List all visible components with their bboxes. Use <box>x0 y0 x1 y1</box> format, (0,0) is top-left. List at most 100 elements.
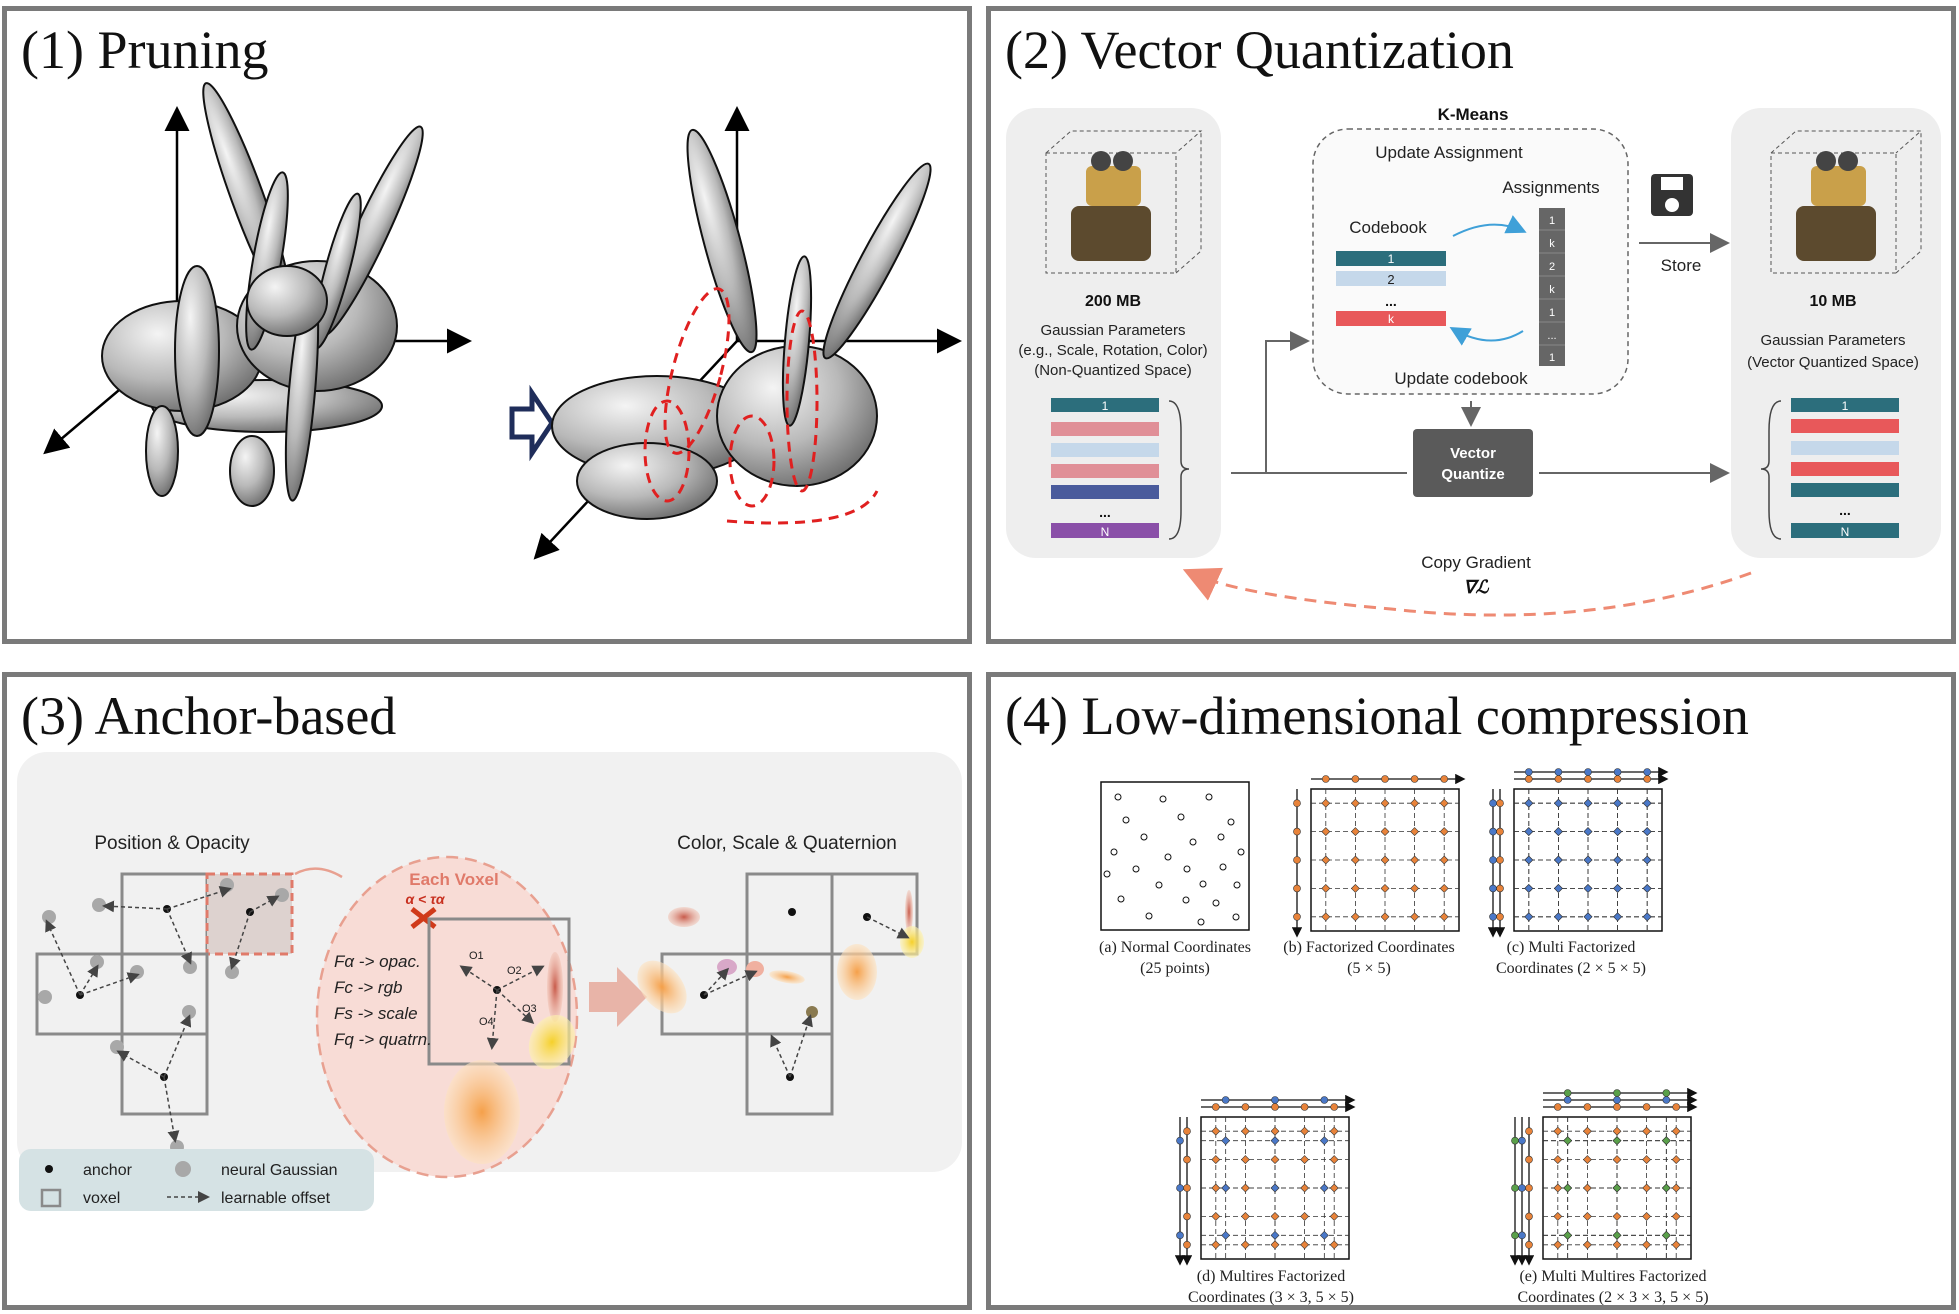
caption-d-line2: Coordinates (3 × 3, 5 × 5) <box>1188 1289 1354 1305</box>
feature-node <box>1489 856 1497 864</box>
panel-title: (2) Vector Quantization <box>1005 20 1514 80</box>
feature-node <box>1613 912 1623 922</box>
transform-arrow-icon <box>509 384 556 462</box>
caption-b-line2: (5 × 5) <box>1347 960 1391 977</box>
feature-node <box>1270 1240 1280 1250</box>
neural-legend-icon <box>175 1161 191 1177</box>
feature-node <box>1642 883 1652 893</box>
feature-node <box>1662 1089 1671 1097</box>
flow-arrow-icon <box>589 967 647 1027</box>
feature-node <box>1524 768 1533 776</box>
feature-node <box>1496 913 1504 921</box>
feature-node <box>1240 1183 1250 1193</box>
params-left-0: Gaussian Parameters <box>1040 322 1185 339</box>
panel-title: (4) Low-dimensional compression <box>1005 686 1749 746</box>
feature-node <box>1321 855 1331 865</box>
offset-label: O3 <box>522 1003 537 1015</box>
floppy-disk-icon <box>1651 174 1693 216</box>
feature-node <box>1221 1230 1231 1240</box>
grid-b <box>1291 773 1466 938</box>
feature-node <box>1671 1126 1681 1136</box>
feature-node <box>1553 912 1563 922</box>
codebook-rows: 1 2 ... k <box>1336 251 1446 326</box>
legend-neural: neural Gaussian <box>221 1162 338 1179</box>
feature-node <box>1350 883 1360 893</box>
feature-node <box>1582 1126 1592 1136</box>
normal-points <box>1103 793 1245 926</box>
params-left-1: (e.g., Scale, Rotation, Color) <box>1018 342 1207 359</box>
vector-quantize-box <box>1413 429 1533 497</box>
legend-offset: learnable offset <box>221 1190 331 1207</box>
feature-node <box>1642 912 1652 922</box>
feature-node <box>1439 883 1449 893</box>
feature-node <box>1381 775 1389 783</box>
assignment-value: k <box>1549 284 1555 296</box>
assignment-value: 1 <box>1549 215 1555 227</box>
feature-node <box>1525 1127 1533 1136</box>
feature-node <box>1613 1089 1621 1097</box>
feature-node <box>1293 884 1301 893</box>
robot-cube-left <box>1045 130 1203 274</box>
feature-node <box>1293 827 1301 836</box>
offset-label: O4 <box>479 1016 494 1028</box>
feature-node <box>1583 1103 1592 1111</box>
codebook-row: 1 <box>1388 252 1395 266</box>
feature-node <box>1380 883 1390 893</box>
feature-node <box>1525 1155 1533 1164</box>
alpha-condition: α < τα <box>405 891 445 907</box>
feature-node <box>1319 1230 1329 1240</box>
feature-node <box>1554 775 1563 783</box>
feature-node <box>1612 1126 1622 1136</box>
params-right-0: Gaussian Parameters <box>1760 332 1905 349</box>
feature-node <box>1582 1155 1592 1165</box>
feature-node <box>1350 855 1360 865</box>
feature-line: Fs -> scale <box>334 1004 418 1023</box>
kmeans-label: K-Means <box>1438 105 1509 124</box>
copy-gradient-label: Copy Gradient <box>1421 553 1531 572</box>
feature-node <box>1350 827 1360 837</box>
feature-node <box>1612 1183 1622 1193</box>
feature-node <box>1584 775 1592 783</box>
feature-node <box>1518 1136 1526 1145</box>
offset-label: O1 <box>469 950 484 962</box>
assignment-value: k <box>1549 238 1555 250</box>
feature-node <box>1439 798 1449 808</box>
color-scale-label: Color, Scale & Quaternion <box>677 833 897 854</box>
feature-node <box>1642 827 1652 837</box>
right-row-label: 1 <box>1842 399 1849 413</box>
feature-node <box>1613 1096 1621 1104</box>
feature-node <box>1582 1211 1592 1221</box>
feature-node <box>1321 883 1331 893</box>
feature-node <box>1351 775 1360 783</box>
feature-node <box>1270 1126 1280 1136</box>
feature-node <box>1612 1211 1622 1221</box>
feature-node <box>1271 1096 1279 1104</box>
colored-gaussians-right <box>637 890 924 1018</box>
size-left: 200 MB <box>1085 293 1141 310</box>
right-row-label: ... <box>1839 502 1851 518</box>
feature-node <box>1496 799 1504 807</box>
feature-node <box>1240 1126 1250 1136</box>
caption-c-line1: (c) Multi Factorized <box>1507 939 1636 956</box>
feature-node <box>1553 1183 1563 1193</box>
left-param-rows: 1 ... N <box>1051 398 1190 540</box>
feature-node <box>1270 1211 1280 1221</box>
feature-node <box>1211 1126 1221 1136</box>
feature-node <box>1612 1136 1622 1146</box>
feature-node <box>1524 855 1534 865</box>
feature-node <box>1319 1183 1329 1193</box>
feature-node <box>1293 856 1301 864</box>
feature-node <box>1613 768 1622 776</box>
feature-node <box>1524 883 1534 893</box>
feature-node <box>1563 1230 1573 1240</box>
feature-node <box>1518 1231 1526 1240</box>
feature-node <box>1671 1155 1681 1165</box>
feature-node <box>1642 798 1652 808</box>
feature-node <box>1642 1103 1651 1111</box>
feature-node <box>1489 827 1497 836</box>
feature-node <box>1553 855 1563 865</box>
assignment-value: 2 <box>1549 261 1555 273</box>
gradient-symbol: ∇ℒ <box>1463 577 1489 597</box>
feature-node <box>1613 827 1623 837</box>
feature-node <box>1563 1089 1572 1097</box>
